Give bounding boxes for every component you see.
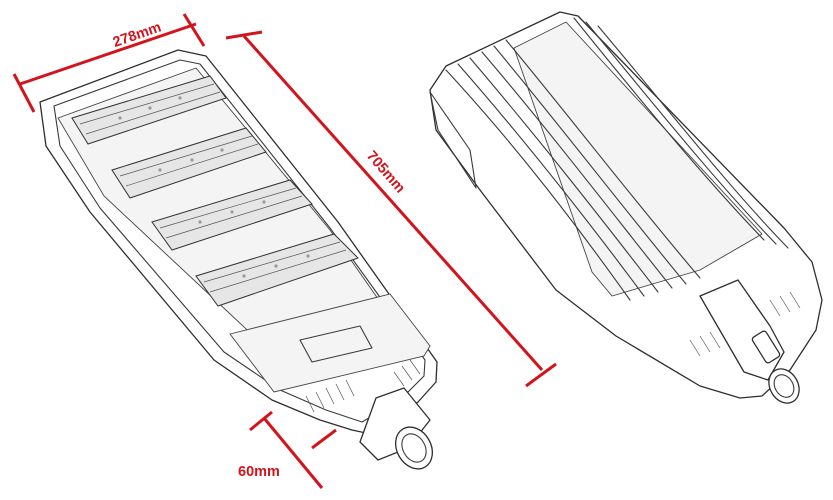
rear-vent-slots [689, 291, 801, 357]
rear-view-luminaire [429, 11, 823, 404]
led-module-2 [111, 127, 267, 199]
dimension-height-label: 60mm [238, 464, 280, 480]
front-driver-cover [229, 293, 431, 393]
dimension-length-label: 705mm [363, 148, 408, 196]
rear-heatsink-fins [445, 17, 789, 301]
led-module-3 [151, 179, 313, 251]
led-module-1 [71, 75, 227, 145]
rear-end-cap [429, 91, 477, 189]
led-module-4 [195, 233, 359, 307]
rear-mount-clamp [751, 330, 781, 364]
front-spigot-opening [394, 426, 434, 470]
dimension-width-label: 278mm [111, 19, 163, 50]
front-vent-slots [305, 359, 421, 413]
rear-top-cover [513, 21, 763, 297]
front-view-luminaire [39, 49, 438, 470]
dimension-height: 60mm [238, 410, 337, 489]
front-label-window [299, 325, 373, 363]
